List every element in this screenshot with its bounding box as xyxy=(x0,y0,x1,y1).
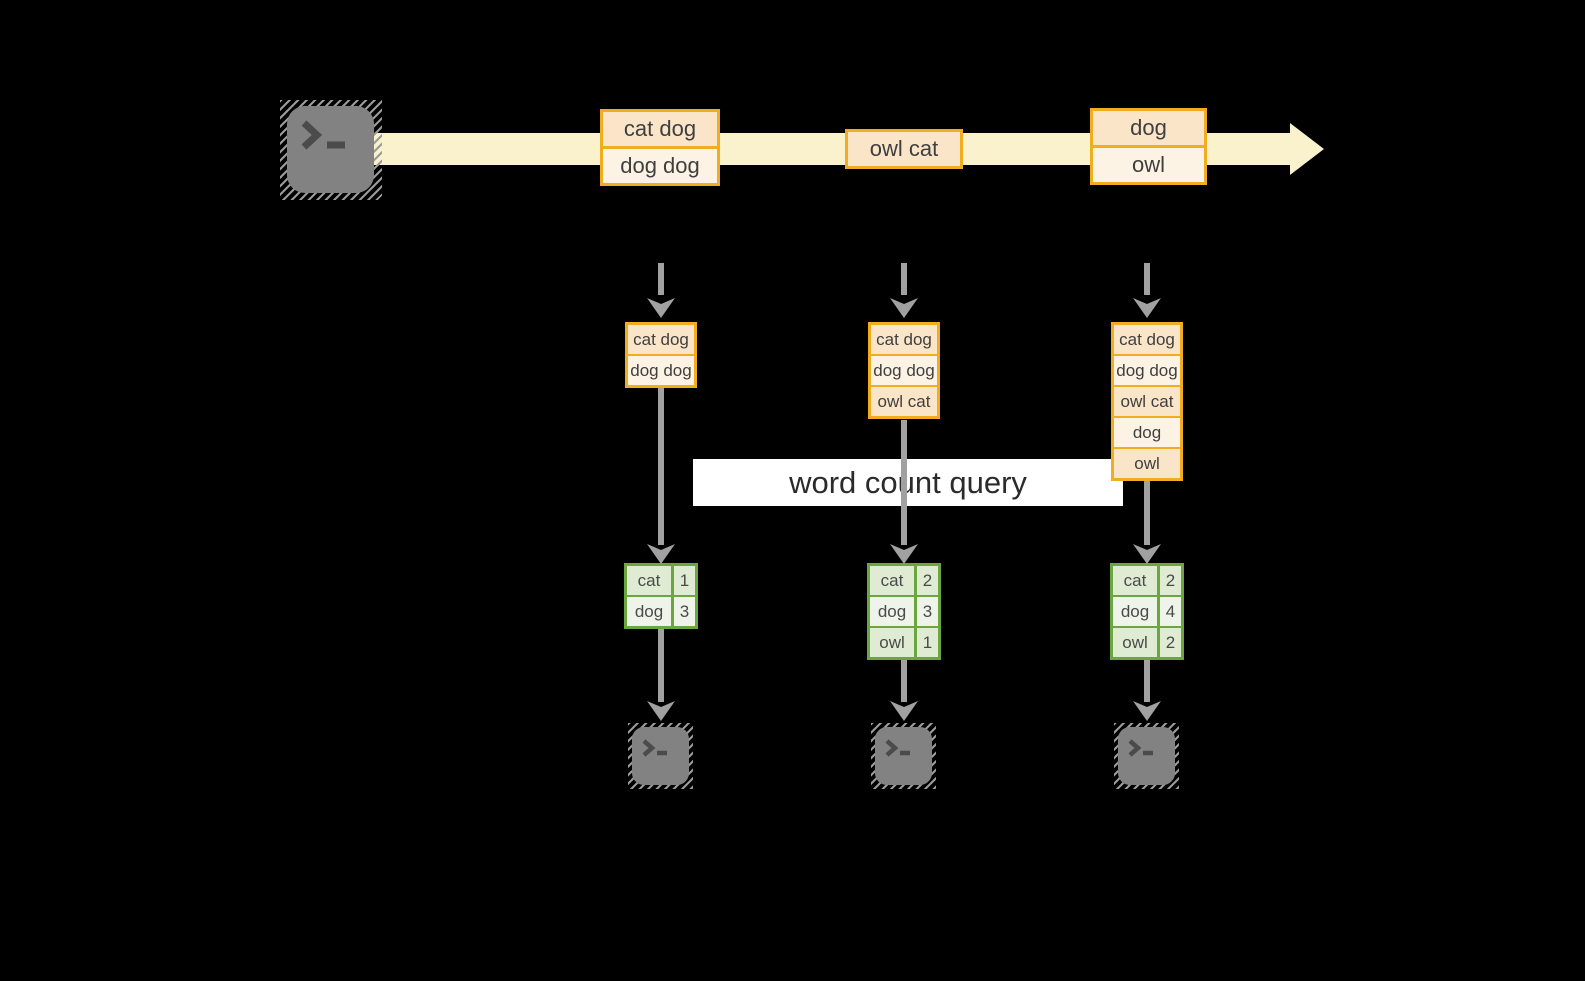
count-table: cat 2 dog 4 owl 2 xyxy=(1110,563,1184,660)
stream-event-box: cat dog dog dog xyxy=(600,109,720,186)
buffer-row: owl cat xyxy=(1114,385,1180,416)
count-row: dog 3 xyxy=(627,595,695,626)
event-row: dog xyxy=(1093,111,1204,145)
word-cell: cat xyxy=(1113,566,1160,595)
count-cell: 2 xyxy=(917,566,938,595)
count-cell: 2 xyxy=(1160,566,1181,595)
word-cell: owl xyxy=(870,628,917,657)
count-row: dog 4 xyxy=(1113,595,1181,626)
word-cell: dog xyxy=(627,597,674,626)
down-arrow-line xyxy=(901,263,907,295)
down-arrow-line xyxy=(658,629,664,702)
accumulated-buffer: cat dog dog dog xyxy=(625,322,697,388)
down-arrow-line xyxy=(658,388,664,545)
word-cell: owl xyxy=(1113,628,1160,657)
down-arrow-icon xyxy=(1133,544,1161,564)
down-arrow-icon xyxy=(890,701,918,721)
count-cell: 3 xyxy=(674,597,695,626)
down-arrow-icon xyxy=(890,298,918,318)
buffer-row: dog xyxy=(1114,416,1180,447)
down-arrow-line xyxy=(1144,481,1150,545)
down-arrow-icon xyxy=(647,298,675,318)
count-row: dog 3 xyxy=(870,595,938,626)
terminal-icon xyxy=(280,100,382,200)
count-row: owl 2 xyxy=(1113,626,1181,657)
accumulated-buffer: cat dog dog dog owl cat xyxy=(868,322,940,419)
down-arrow-icon xyxy=(1133,701,1161,721)
word-cell: cat xyxy=(627,566,674,595)
word-cell: dog xyxy=(870,597,917,626)
buffer-row: cat dog xyxy=(1114,325,1180,354)
event-row: owl xyxy=(1093,145,1204,182)
down-arrow-line xyxy=(901,420,907,545)
buffer-row: cat dog xyxy=(871,325,937,354)
terminal-icon xyxy=(1114,723,1179,789)
event-row: dog dog xyxy=(603,146,717,183)
count-cell: 1 xyxy=(674,566,695,595)
buffer-row: dog dog xyxy=(871,354,937,385)
stream-event-box: dog owl xyxy=(1090,108,1207,185)
terminal-body xyxy=(287,106,374,193)
event-row: owl cat xyxy=(848,132,960,166)
down-arrow-icon xyxy=(647,544,675,564)
prompt-icon xyxy=(1128,739,1153,757)
buffer-row: cat dog xyxy=(628,325,694,354)
terminal-body xyxy=(1118,727,1175,785)
buffer-row: owl xyxy=(1114,447,1180,478)
stream-arrowhead-icon xyxy=(1290,123,1324,175)
count-row: cat 1 xyxy=(627,566,695,595)
down-arrow-icon xyxy=(890,544,918,564)
prompt-icon xyxy=(885,739,910,757)
count-table: cat 2 dog 3 owl 1 xyxy=(867,563,941,660)
count-row: owl 1 xyxy=(870,626,938,657)
down-arrow-line xyxy=(1144,263,1150,295)
terminal-body xyxy=(875,727,932,785)
count-cell: 1 xyxy=(917,628,938,657)
buffer-row: owl cat xyxy=(871,385,937,416)
down-arrow-line xyxy=(658,263,664,295)
count-row: cat 2 xyxy=(870,566,938,595)
down-arrow-icon xyxy=(647,701,675,721)
word-cell: dog xyxy=(1113,597,1160,626)
terminal-icon xyxy=(628,723,693,789)
count-cell: 2 xyxy=(1160,628,1181,657)
count-row: cat 2 xyxy=(1113,566,1181,595)
stream-event-box: owl cat xyxy=(845,129,963,169)
prompt-icon xyxy=(301,120,345,150)
count-table: cat 1 dog 3 xyxy=(624,563,698,629)
down-arrow-line xyxy=(901,660,907,702)
terminal-icon xyxy=(871,723,936,789)
buffer-row: dog dog xyxy=(1114,354,1180,385)
count-cell: 3 xyxy=(917,597,938,626)
event-row: cat dog xyxy=(603,112,717,146)
word-cell: cat xyxy=(870,566,917,595)
count-cell: 4 xyxy=(1160,597,1181,626)
down-arrow-icon xyxy=(1133,298,1161,318)
buffer-row: dog dog xyxy=(628,354,694,385)
prompt-icon xyxy=(642,739,667,757)
accumulated-buffer: cat dog dog dog owl cat dog owl xyxy=(1111,322,1183,481)
down-arrow-line xyxy=(1144,660,1150,702)
banner: word count query xyxy=(693,459,1123,506)
terminal-body xyxy=(632,727,689,785)
